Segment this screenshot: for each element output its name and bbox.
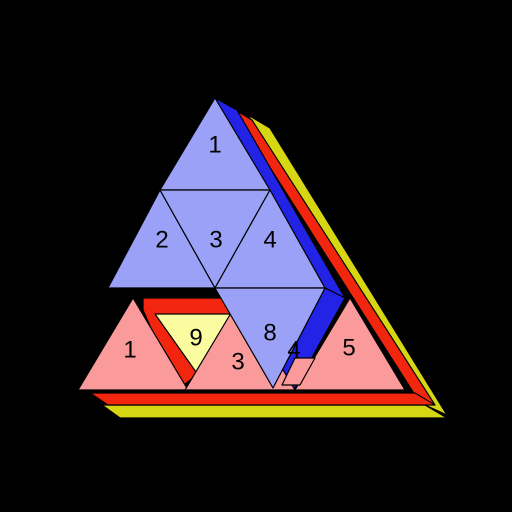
- yellow-layer: [101, 114, 448, 419]
- pink-tile-3-number: 3: [231, 349, 244, 376]
- pink-tile-1-number: 1: [123, 337, 136, 364]
- blue-tile-3-number: 3: [209, 227, 222, 254]
- pink-tile-5-number: 5: [342, 335, 355, 362]
- yellow-tile-9-number: 9: [189, 325, 202, 352]
- pink-tile-4-number: 4: [287, 337, 300, 364]
- blue-tile-8-number: 8: [263, 320, 276, 347]
- tile-numbers: 1 2 3 4 8 1 9 3 4 5: [123, 132, 355, 376]
- red-layer-bottom-side: [89, 392, 436, 406]
- yellow-layer-bottom-side: [101, 404, 448, 419]
- pink-tile-1[interactable]: [77, 297, 189, 391]
- blue-tile-1-number: 1: [208, 132, 221, 159]
- blue-tile-2-number: 2: [155, 227, 168, 254]
- blue-layer: [107, 97, 326, 389]
- pink-tile-5[interactable]: [294, 297, 406, 391]
- blue-tile-4-number: 4: [263, 227, 276, 254]
- pink-tile-4[interactable]: [281, 357, 316, 386]
- blue-tile-8[interactable]: [214, 287, 326, 389]
